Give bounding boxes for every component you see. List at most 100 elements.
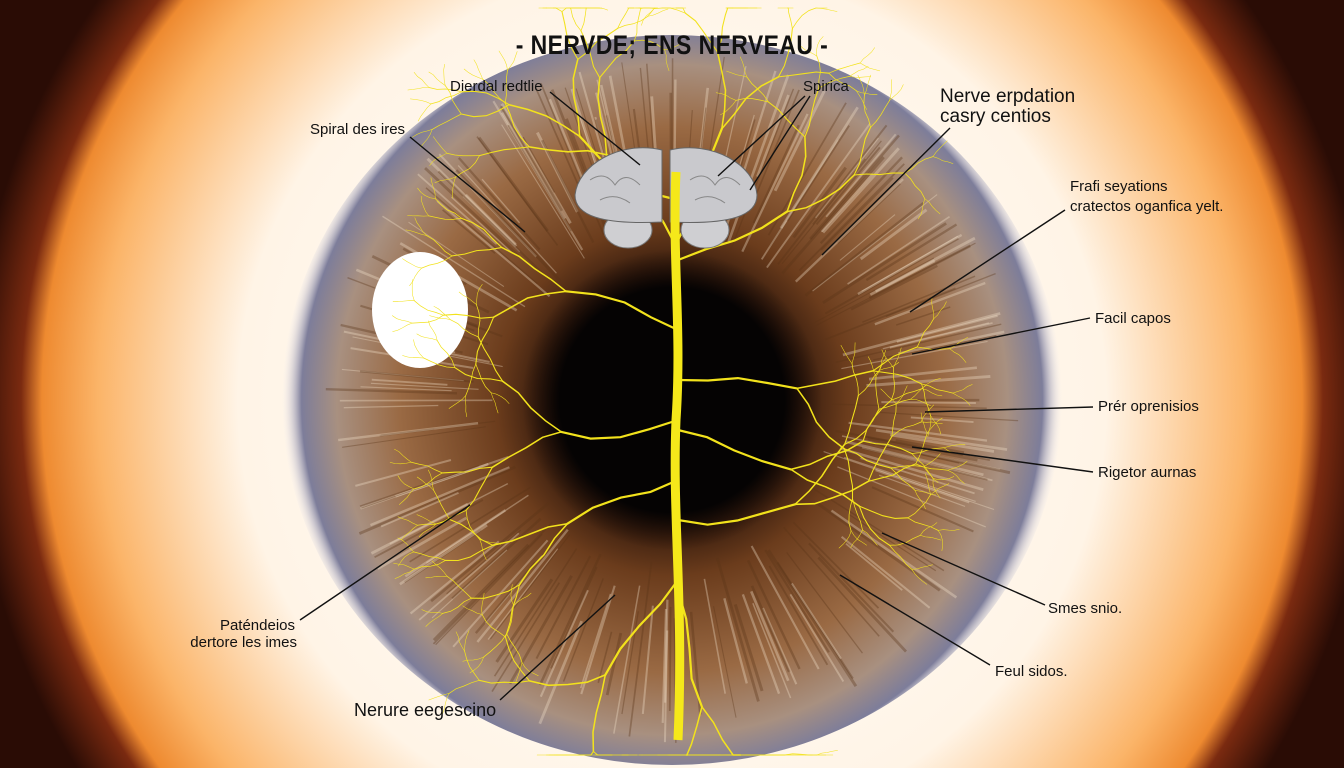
iris-streak bbox=[409, 540, 500, 615]
nerve-branch bbox=[911, 564, 933, 570]
iris-streak bbox=[380, 420, 496, 436]
nerve-branch bbox=[443, 64, 446, 86]
iris-streak bbox=[371, 378, 448, 386]
iris-streak bbox=[495, 578, 554, 663]
label-rigetor: Rigetor aurnas bbox=[1098, 464, 1197, 481]
nerve-branch bbox=[491, 522, 569, 547]
iris-streak bbox=[382, 215, 526, 308]
nerve-branch bbox=[933, 301, 947, 319]
pupil bbox=[517, 245, 827, 555]
iris-streak bbox=[839, 214, 896, 261]
nerve-branch bbox=[417, 103, 432, 122]
iris-streak bbox=[355, 458, 452, 487]
label-smes: Smes snio. bbox=[1048, 600, 1123, 617]
nerve-branch bbox=[911, 569, 928, 585]
nerve-branch bbox=[907, 494, 931, 519]
nerve-branch bbox=[880, 388, 897, 405]
iris-streak bbox=[882, 322, 990, 350]
nerve-branch bbox=[434, 198, 462, 219]
nerve-branch bbox=[492, 290, 567, 318]
nerve-branch bbox=[416, 476, 435, 491]
nerve-branch bbox=[476, 304, 481, 338]
nerve-branch bbox=[425, 613, 443, 627]
iris-streak bbox=[762, 607, 798, 685]
nerve-branch bbox=[470, 584, 520, 599]
iris-streak bbox=[462, 195, 521, 253]
nerve-branch bbox=[392, 322, 413, 332]
iris-streak bbox=[832, 403, 987, 409]
iris-streak bbox=[815, 242, 976, 327]
nerve-branch bbox=[569, 7, 582, 32]
iris-streak bbox=[358, 465, 516, 535]
nerve-branch bbox=[399, 488, 415, 505]
iris-streak bbox=[767, 549, 858, 688]
iris-streak bbox=[848, 514, 937, 572]
nerve-branch bbox=[528, 674, 607, 687]
nerve-branch bbox=[875, 357, 887, 377]
iris-streak bbox=[817, 556, 908, 653]
nerve-branch bbox=[932, 478, 941, 499]
nerve-branch bbox=[851, 363, 859, 396]
label-nerure: Nerure eegescino bbox=[354, 700, 497, 720]
nerve-branch bbox=[893, 347, 902, 368]
nerve-branch bbox=[508, 103, 581, 138]
iris-streak bbox=[820, 177, 894, 251]
nerve-branch bbox=[889, 79, 893, 101]
iris-streak bbox=[821, 147, 900, 234]
iris-streak bbox=[538, 553, 602, 686]
iris-streak bbox=[866, 374, 991, 388]
iris-streak bbox=[776, 561, 854, 679]
nerve-branch bbox=[431, 560, 448, 577]
nerve-branch bbox=[410, 98, 432, 105]
nerve-branch bbox=[915, 463, 949, 471]
nerve-branch bbox=[716, 7, 729, 53]
nerve-branch bbox=[925, 473, 931, 495]
nerve-branch bbox=[402, 355, 424, 359]
iris-streak bbox=[764, 549, 830, 653]
iris-streak bbox=[868, 244, 971, 300]
nerve-branch bbox=[647, 8, 669, 17]
iris-streak bbox=[663, 599, 669, 703]
nerve-branch bbox=[506, 584, 520, 635]
nerve-branch bbox=[428, 469, 435, 491]
nerve-branch bbox=[462, 656, 484, 662]
nerve-branch bbox=[410, 461, 443, 474]
iris-streak bbox=[837, 466, 987, 528]
nerve-branch bbox=[875, 376, 880, 410]
nerve-branch bbox=[676, 210, 789, 262]
nerve-branch bbox=[872, 346, 918, 372]
label-spirica: Spirica bbox=[803, 78, 849, 95]
nerve-branch bbox=[853, 126, 872, 176]
iris-streak bbox=[752, 124, 800, 224]
nerve-branch bbox=[430, 91, 462, 105]
iris-streak bbox=[861, 235, 959, 292]
iris-streak bbox=[811, 486, 945, 572]
iris-streak bbox=[605, 632, 623, 696]
iris-streak bbox=[442, 209, 496, 254]
nerve-branch bbox=[943, 444, 966, 449]
nerve-branch bbox=[949, 336, 969, 350]
nerve-branch bbox=[633, 8, 641, 42]
iris-streak bbox=[741, 593, 781, 695]
nerve-branch bbox=[858, 505, 909, 519]
iris-streak bbox=[343, 404, 439, 409]
nerve-branch bbox=[413, 551, 446, 561]
nerve-branch bbox=[867, 435, 893, 482]
nerve-branch bbox=[794, 443, 846, 506]
nerve-branch bbox=[528, 146, 608, 156]
nerve-branch bbox=[421, 609, 443, 614]
nerve-branch bbox=[930, 415, 941, 435]
nerve-branch bbox=[816, 36, 824, 57]
nerve-branch bbox=[475, 316, 495, 365]
nerve-branches bbox=[389, 7, 973, 756]
iris-streak bbox=[432, 543, 530, 642]
nerve-branch bbox=[577, 750, 594, 756]
iris-streak bbox=[848, 421, 988, 442]
nerve-branch bbox=[862, 529, 878, 546]
nerve-branch bbox=[465, 395, 468, 417]
nerve-branch bbox=[444, 544, 494, 562]
nerve-branch bbox=[416, 514, 437, 525]
nerve-branch bbox=[856, 90, 867, 110]
iris-streak bbox=[536, 131, 579, 213]
iris-streak bbox=[338, 422, 479, 442]
